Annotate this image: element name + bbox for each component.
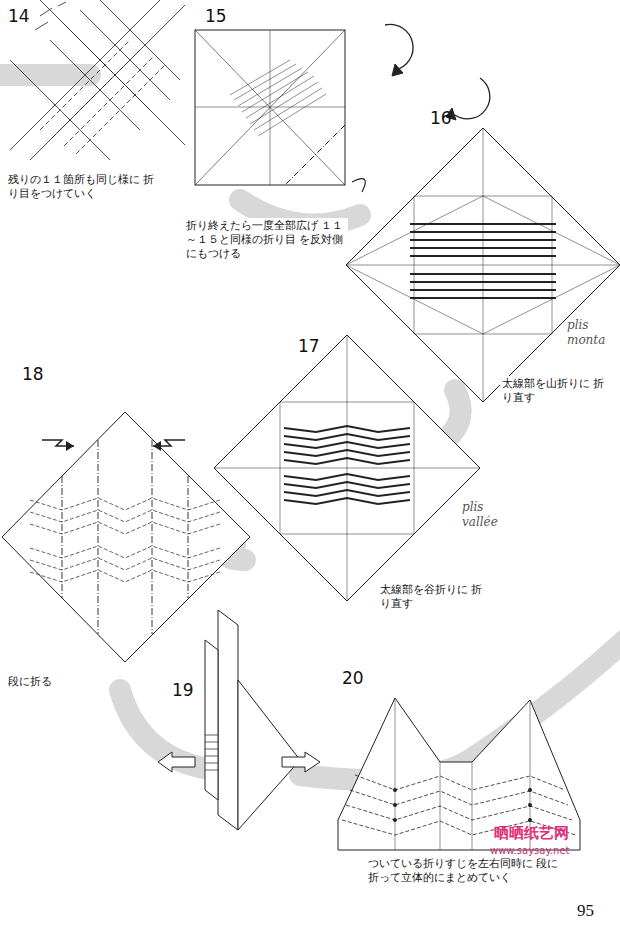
step-note: 段に折る xyxy=(6,674,90,690)
watermark: 晒晒纸艺网 xyxy=(494,824,614,843)
step-note: 太線部を谷折りに 折り直す xyxy=(378,582,492,612)
watermark: www.saysay.net xyxy=(490,845,615,858)
step-note: 折り終えたら一度全部広げ １１～１５と同様の折り目 を反対側にもつける xyxy=(184,218,348,261)
step-note: 残りの１１箇所も同じ様に 折り目をつけていく xyxy=(6,172,160,202)
page-number: 95 xyxy=(577,900,617,921)
step-number: 20 xyxy=(342,668,382,689)
step-number: 18 xyxy=(22,364,62,385)
step-number: 17 xyxy=(298,336,338,357)
step-number: 16 xyxy=(430,108,470,129)
step-note: 太線部を山折りに 折り直す xyxy=(500,376,614,406)
step-number: 19 xyxy=(172,680,206,701)
handwritten-note: plis monta xyxy=(567,318,617,348)
handwritten-note: plis vallée xyxy=(462,500,510,530)
step-number: 15 xyxy=(205,6,245,27)
step-number: 14 xyxy=(8,6,48,27)
step-note: ついている折りすじを左右同時に 段に折って立体的にまとめていく xyxy=(366,856,570,886)
